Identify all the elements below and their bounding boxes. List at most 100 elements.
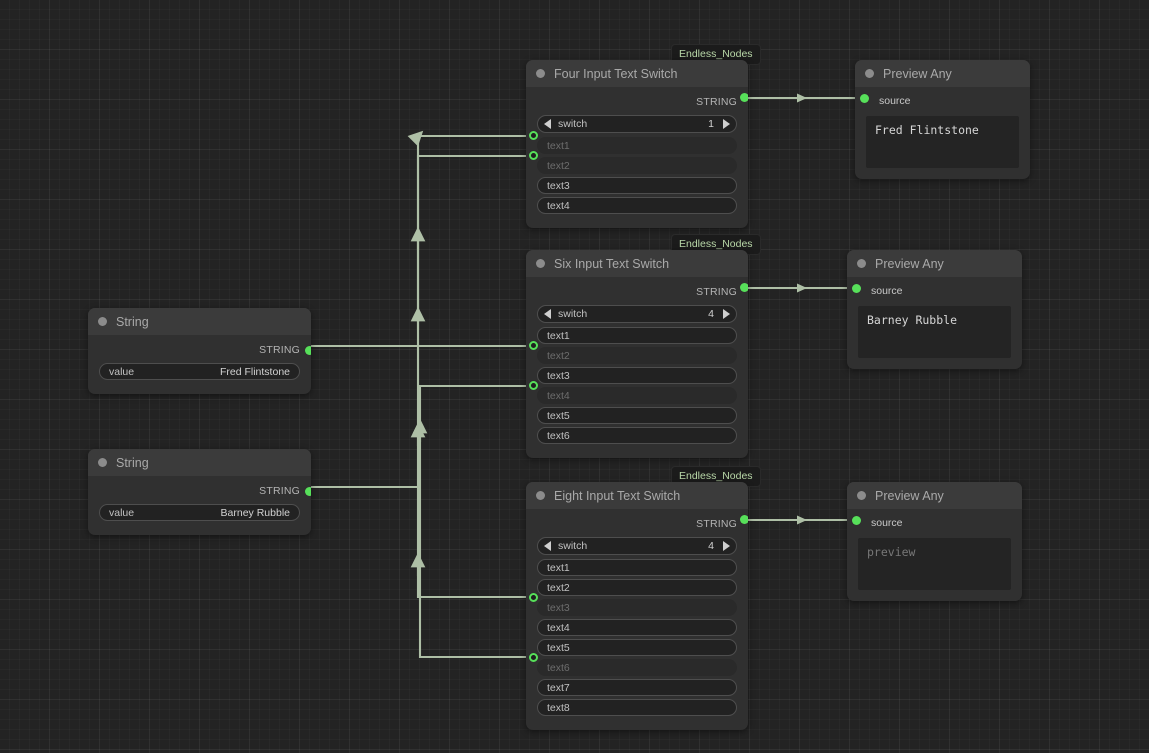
- output-port-string[interactable]: [740, 283, 748, 292]
- input-label: text1: [547, 140, 727, 152]
- preview-text: Fred Flintstone: [866, 116, 1019, 168]
- node-header[interactable]: Eight Input Text Switch: [526, 482, 748, 509]
- widget-value[interactable]: value Barney Rubble: [99, 504, 300, 521]
- arrow-right-icon[interactable]: [723, 541, 730, 551]
- input-widget-text4[interactable]: text4: [537, 197, 737, 214]
- node-preview-any-3[interactable]: Preview Any source preview: [847, 482, 1022, 601]
- node-preview-any-2[interactable]: Preview Any source Barney Rubble: [847, 250, 1022, 369]
- preview-text: Barney Rubble: [858, 306, 1011, 358]
- node-header[interactable]: Six Input Text Switch: [526, 250, 748, 277]
- input-port-text4[interactable]: [529, 381, 538, 390]
- node-title: Preview Any: [883, 67, 952, 81]
- input-port-text1[interactable]: [529, 131, 538, 140]
- input-widget-text7[interactable]: text7: [537, 679, 737, 696]
- node-header[interactable]: String: [88, 308, 311, 335]
- switch-value: 4: [708, 308, 714, 320]
- collapse-dot-icon[interactable]: [857, 491, 866, 500]
- collapse-dot-icon[interactable]: [857, 259, 866, 268]
- input-port-text2[interactable]: [529, 151, 538, 160]
- node-body: STRING switch 1 text1 text2 text3 text4: [526, 87, 748, 228]
- switch-label: switch: [558, 308, 708, 320]
- input-port-text3[interactable]: [529, 593, 538, 602]
- input-label: text1: [547, 562, 727, 574]
- input-label: text1: [547, 330, 727, 342]
- input-port-source[interactable]: [852, 284, 861, 293]
- input-label: text8: [547, 702, 727, 714]
- collapse-dot-icon[interactable]: [536, 491, 545, 500]
- input-port-source[interactable]: [852, 516, 861, 525]
- collapse-dot-icon[interactable]: [98, 458, 107, 467]
- input-port-text2[interactable]: [529, 341, 538, 350]
- switch-label: switch: [558, 118, 708, 130]
- node-header[interactable]: Four Input Text Switch: [526, 60, 748, 87]
- node-eight-input-text-switch[interactable]: Eight Input Text Switch STRING switch 4 …: [526, 482, 748, 730]
- node-body: STRING switch 4 text1 text2 text3 text4 …: [526, 509, 748, 730]
- output-row-string: STRING: [99, 482, 300, 499]
- output-port-string[interactable]: [740, 515, 748, 524]
- arrow-left-icon[interactable]: [544, 119, 551, 129]
- arrow-right-icon[interactable]: [723, 119, 730, 129]
- input-label: text5: [547, 642, 727, 654]
- input-widget-text6[interactable]: text6: [537, 427, 737, 444]
- node-body: source Barney Rubble: [847, 277, 1022, 369]
- switch-value: 1: [708, 118, 714, 130]
- input-widget-text6[interactable]: text6: [537, 659, 737, 676]
- collapse-dot-icon[interactable]: [98, 317, 107, 326]
- input-widget-text5[interactable]: text5: [537, 639, 737, 656]
- node-preview-any-1[interactable]: Preview Any source Fred Flintstone: [855, 60, 1030, 179]
- node-string-1[interactable]: String STRING value Fred Flintstone: [88, 308, 311, 394]
- node-header[interactable]: Preview Any: [847, 482, 1022, 509]
- input-label: text2: [547, 582, 727, 594]
- input-label: text3: [547, 370, 727, 382]
- node-six-input-text-switch[interactable]: Six Input Text Switch STRING switch 4 te…: [526, 250, 748, 458]
- input-widget-text5[interactable]: text5: [537, 407, 737, 424]
- node-string-2[interactable]: String STRING value Barney Rubble: [88, 449, 311, 535]
- input-port-source[interactable]: [860, 94, 869, 103]
- switch-widget[interactable]: switch 4: [537, 537, 737, 555]
- node-header[interactable]: Preview Any: [855, 60, 1030, 87]
- collapse-dot-icon[interactable]: [865, 69, 874, 78]
- node-body: source preview: [847, 509, 1022, 601]
- input-label: text4: [547, 622, 727, 634]
- arrow-left-icon[interactable]: [544, 309, 551, 319]
- input-widget-text3[interactable]: text3: [537, 599, 737, 616]
- input-label: text6: [547, 662, 727, 674]
- collapse-dot-icon[interactable]: [536, 69, 545, 78]
- input-widget-text2[interactable]: text2: [537, 347, 737, 364]
- collapse-dot-icon[interactable]: [536, 259, 545, 268]
- output-label: STRING: [696, 96, 737, 108]
- node-header[interactable]: String: [88, 449, 311, 476]
- input-label: text3: [547, 180, 727, 192]
- input-widget-text1[interactable]: text1: [537, 327, 737, 344]
- input-widget-text4[interactable]: text4: [537, 619, 737, 636]
- output-port-string[interactable]: [305, 487, 311, 496]
- input-widget-text3[interactable]: text3: [537, 367, 737, 384]
- node-body: STRING value Barney Rubble: [88, 476, 311, 535]
- input-widget-text8[interactable]: text8: [537, 699, 737, 716]
- input-label: text7: [547, 682, 727, 694]
- node-four-input-text-switch[interactable]: Four Input Text Switch STRING switch 1 t…: [526, 60, 748, 228]
- input-widget-text2[interactable]: text2: [537, 579, 737, 596]
- node-body: source Fred Flintstone: [855, 87, 1030, 179]
- arrow-right-icon[interactable]: [723, 309, 730, 319]
- input-row-source: source: [858, 515, 1011, 531]
- input-widget-text1[interactable]: text1: [537, 137, 737, 154]
- input-widget-text1[interactable]: text1: [537, 559, 737, 576]
- node-title: Preview Any: [875, 489, 944, 503]
- input-row-source: source: [858, 283, 1011, 299]
- node-header[interactable]: Preview Any: [847, 250, 1022, 277]
- switch-widget[interactable]: switch 1: [537, 115, 737, 133]
- input-port-text6[interactable]: [529, 653, 538, 662]
- output-port-string[interactable]: [740, 93, 748, 102]
- switch-widget[interactable]: switch 4: [537, 305, 737, 323]
- input-label: source: [879, 95, 911, 107]
- input-widget-text2[interactable]: text2: [537, 157, 737, 174]
- arrow-left-icon[interactable]: [544, 541, 551, 551]
- output-port-string[interactable]: [305, 346, 311, 355]
- input-widget-text4[interactable]: text4: [537, 387, 737, 404]
- input-widget-text3[interactable]: text3: [537, 177, 737, 194]
- input-label: text5: [547, 410, 727, 422]
- widget-value[interactable]: value Fred Flintstone: [99, 363, 300, 380]
- widget-value-text: Barney Rubble: [221, 507, 290, 519]
